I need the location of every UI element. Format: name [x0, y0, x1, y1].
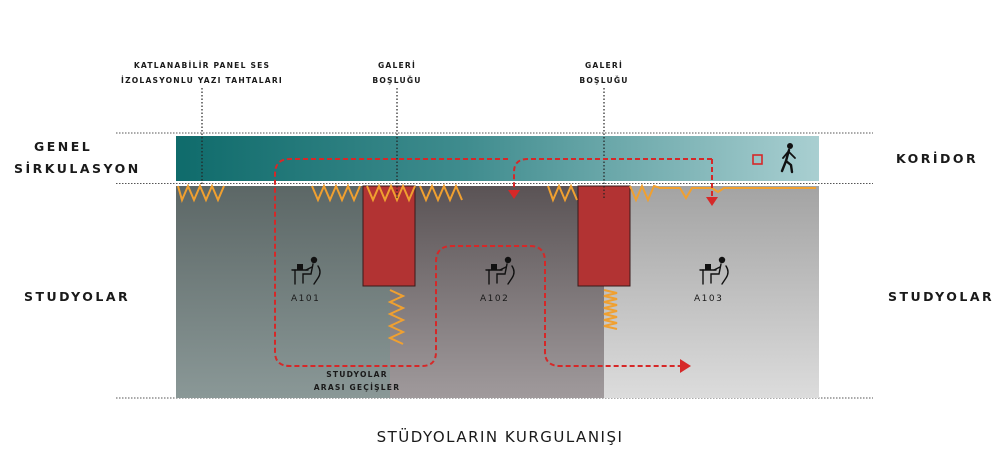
arrowhead-down-1 — [508, 190, 520, 199]
label-galeri-1: GALERİ BOŞLUĞU — [347, 58, 447, 88]
circulation-path — [274, 158, 713, 367]
label-studyolar-right: STUDYOLAR — [888, 289, 995, 304]
pedestrian-icon — [780, 143, 796, 174]
arrowhead-right — [680, 359, 691, 373]
label-galeri-2: GALERİ BOŞLUĞU — [554, 58, 654, 88]
gallery-void-2 — [577, 185, 631, 287]
desk-worker-icon-a102 — [485, 256, 515, 285]
label-koridor: KORİDOR — [896, 151, 979, 166]
studio-a103-zone — [604, 186, 819, 398]
room-code-a102: A102 — [480, 294, 510, 304]
desk-worker-icon-a101 — [291, 256, 321, 285]
studio-a102-zone — [390, 186, 604, 398]
label-studio-transitions-line2: ARASI GEÇİŞLER — [313, 383, 401, 392]
label-studio-transitions-line1: STUDYOLAR — [326, 370, 388, 379]
label-sirkulasyon: SİRKULASYON — [14, 161, 141, 176]
folding-panels-top — [177, 183, 816, 203]
folding-panel-vertical-1 — [387, 289, 406, 345]
label-studyolar-left: STUDYOLAR — [24, 289, 131, 304]
room-code-a101: A101 — [291, 294, 321, 304]
studio-a101-zone — [176, 186, 390, 398]
circulation-arrowheads — [508, 190, 718, 373]
label-folding-panels-line1: KATLANABİLİR PANEL SES — [133, 61, 271, 70]
label-studio-transitions: STUDYOLAR ARASI GEÇİŞLER — [282, 368, 432, 394]
start-point-marker — [752, 154, 763, 165]
label-folding-panels-line2: İZOLASYONLU YAZI TAHTALARI — [121, 76, 283, 85]
gallery-void-1 — [362, 185, 416, 287]
room-code-a103: A103 — [694, 294, 724, 304]
label-galeri-2-line1: GALERİ — [584, 61, 623, 70]
desk-worker-icon-a103 — [699, 256, 729, 285]
label-genel: GENEL — [34, 139, 93, 154]
label-galeri-1-line1: GALERİ — [377, 61, 416, 70]
folding-panel-vertical-2 — [603, 289, 618, 330]
label-folding-panels: KATLANABİLİR PANEL SES İZOLASYONLU YAZI … — [102, 58, 302, 88]
diagram-caption: STÜDYOLARIN KURGULANIŞI — [376, 428, 624, 446]
label-galeri-2-line2: BOŞLUĞU — [579, 76, 629, 85]
label-galeri-1-line2: BOŞLUĞU — [372, 76, 422, 85]
arrowhead-down-2 — [706, 197, 718, 206]
